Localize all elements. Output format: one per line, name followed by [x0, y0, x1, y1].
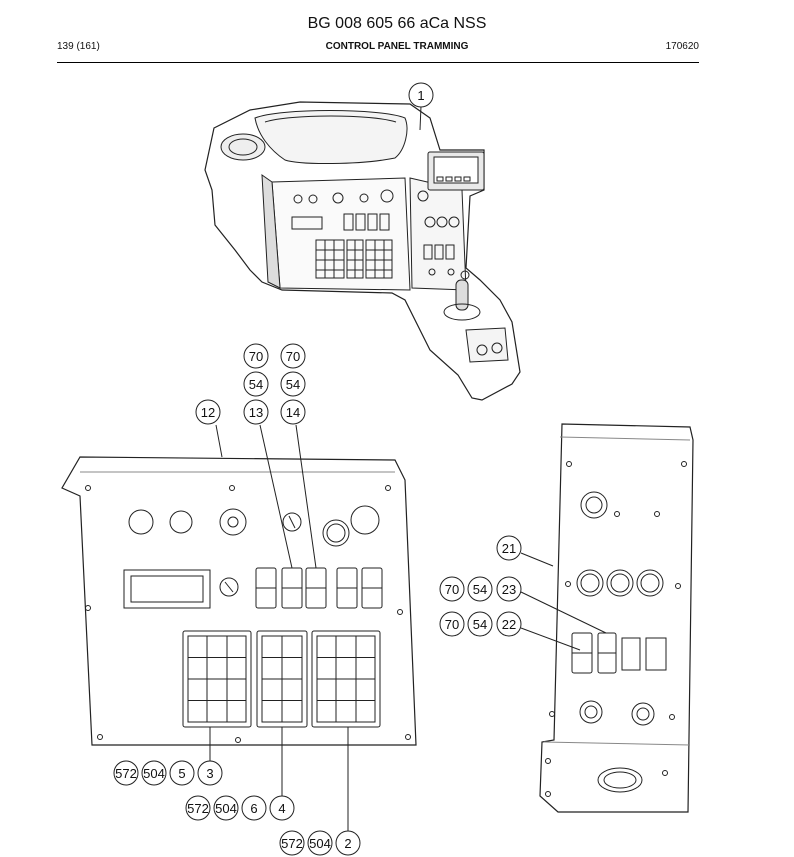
- side-panel-plate: [520, 423, 694, 813]
- callout-3: 3: [197, 760, 223, 786]
- svg-text:4: 4: [278, 801, 285, 816]
- header-rule: [57, 62, 699, 63]
- svg-text:70: 70: [249, 349, 263, 364]
- callout-54-row23: 54: [467, 576, 493, 602]
- svg-text:12: 12: [201, 405, 215, 420]
- callout-54-left: 54: [243, 371, 269, 397]
- callout-23: 23: [496, 576, 522, 602]
- page-number: 139 (161): [57, 41, 100, 52]
- callout-70-left: 70: [243, 343, 269, 369]
- callout-14: 14: [280, 399, 306, 425]
- svg-text:70: 70: [445, 617, 459, 632]
- callout-504-row4: 504: [213, 795, 239, 821]
- svg-text:504: 504: [215, 801, 237, 816]
- svg-text:2: 2: [344, 836, 351, 851]
- callout-504-row3: 504: [141, 760, 167, 786]
- svg-text:1: 1: [417, 88, 424, 103]
- document-code: BG 008 605 66 aCa NSS: [307, 15, 487, 32]
- document-date: 170620: [665, 41, 699, 52]
- svg-text:54: 54: [249, 377, 263, 392]
- callouts: 1 70 70 54 54 12 13 14 21 70 54 23 70 54…: [113, 82, 522, 856]
- svg-text:21: 21: [502, 541, 516, 556]
- page-header: BG 008 605 66 aCa NSS 139 (161) CONTROL …: [0, 0, 794, 70]
- svg-text:54: 54: [473, 582, 487, 597]
- svg-text:504: 504: [143, 766, 165, 781]
- callout-54-right: 54: [280, 371, 306, 397]
- svg-text:504: 504: [309, 836, 331, 851]
- callout-54-row22: 54: [467, 611, 493, 637]
- callout-70-row22: 70: [439, 611, 465, 637]
- callout-70-row23: 70: [439, 576, 465, 602]
- svg-text:5: 5: [178, 766, 185, 781]
- callout-504-row2: 504: [307, 830, 333, 856]
- callout-572-row4: 572: [185, 795, 211, 821]
- callout-12: 12: [195, 399, 221, 425]
- callout-2: 2: [335, 830, 361, 856]
- callout-13: 13: [243, 399, 269, 425]
- svg-text:23: 23: [502, 582, 516, 597]
- svg-text:572: 572: [281, 836, 303, 851]
- callout-1: 1: [408, 82, 434, 108]
- callout-4: 4: [269, 795, 295, 821]
- svg-text:22: 22: [502, 617, 516, 632]
- callout-70-right: 70: [280, 343, 306, 369]
- svg-text:14: 14: [286, 405, 300, 420]
- svg-text:6: 6: [250, 801, 257, 816]
- svg-text:572: 572: [115, 766, 137, 781]
- callout-572-row3: 572: [113, 760, 139, 786]
- callout-572-row2: 572: [279, 830, 305, 856]
- callout-6: 6: [241, 795, 267, 821]
- callout-5: 5: [169, 760, 195, 786]
- callout-22: 22: [496, 611, 522, 637]
- console-overview-drawing: [204, 101, 521, 401]
- callout-21: 21: [496, 535, 522, 561]
- svg-text:13: 13: [249, 405, 263, 420]
- section-title: CONTROL PANEL TRAMMING: [325, 41, 469, 52]
- svg-text:70: 70: [286, 349, 300, 364]
- main-panel-plate: [61, 424, 417, 842]
- svg-text:54: 54: [286, 377, 300, 392]
- svg-text:572: 572: [187, 801, 209, 816]
- svg-text:54: 54: [473, 617, 487, 632]
- svg-text:70: 70: [445, 582, 459, 597]
- svg-text:3: 3: [206, 766, 213, 781]
